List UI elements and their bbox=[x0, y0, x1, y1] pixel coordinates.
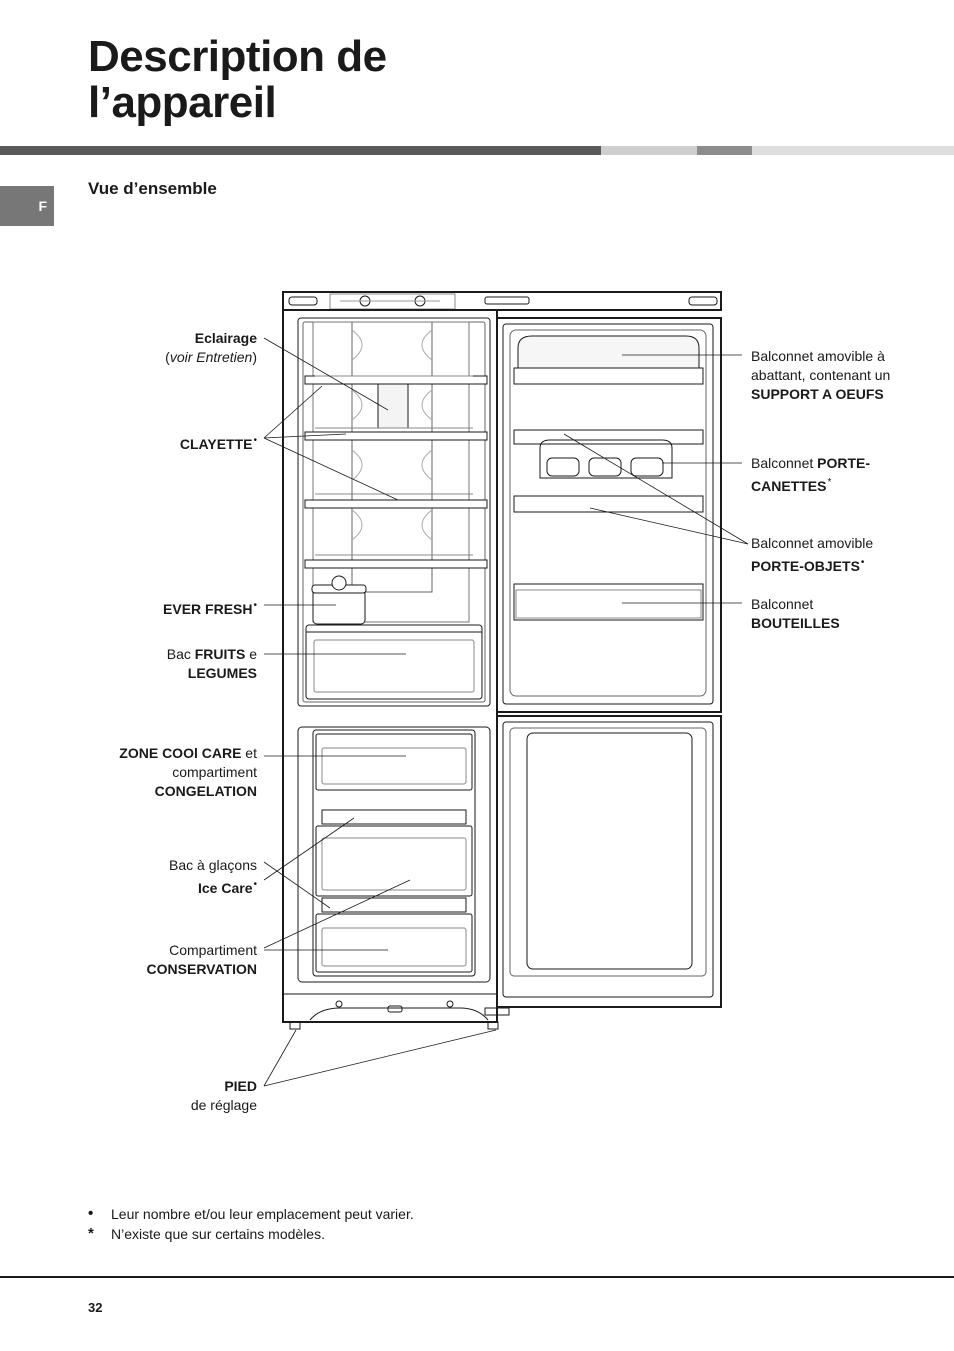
label-balconnet-objets-bold: PORTE-OBJETS bbox=[751, 558, 860, 574]
header-rule-light bbox=[601, 146, 697, 155]
label-pied-bold: PIED bbox=[224, 1078, 257, 1094]
label-zone-cool: ZONE COOl CARE et compartiment CONGELATI… bbox=[119, 744, 257, 801]
shelves bbox=[304, 375, 488, 569]
label-pied-text: de réglage bbox=[190, 1097, 257, 1113]
label-balconnet-oeufs-bold: SUPPORT A OEUFS bbox=[751, 386, 884, 402]
label-balconnet-oeufs-line1: Balconnet amovible à bbox=[751, 348, 885, 364]
title-line-2: l’appareil bbox=[88, 78, 277, 127]
label-ever-fresh-mark: • bbox=[253, 600, 257, 611]
label-ever-fresh: EVER FRESH• bbox=[163, 596, 257, 619]
label-clayette-title: CLAYETTE bbox=[179, 436, 253, 452]
label-bac-glacons-text: Bac à glaçons bbox=[169, 857, 257, 873]
label-balconnet-objets-mark: • bbox=[860, 557, 865, 568]
section-title: Vue d’ensemble bbox=[88, 179, 217, 198]
label-bac-glacons: Bac à glaçons Ice Care• bbox=[169, 856, 257, 898]
label-clayette-mark: • bbox=[253, 435, 257, 446]
label-eclairage-paren-close: ) bbox=[252, 349, 257, 365]
label-bac-fruits-bold2: LEGUMES bbox=[187, 665, 257, 681]
footnote-symbol: * bbox=[88, 1225, 94, 1242]
label-compartiment-text: Compartiment bbox=[169, 942, 257, 958]
objects-balcony bbox=[513, 495, 704, 513]
label-zone-cool-text2: compartiment bbox=[172, 764, 257, 780]
label-bac-fruits-text2: e bbox=[245, 646, 257, 662]
language-tab-label: F bbox=[38, 198, 47, 214]
egg-balcony-lid bbox=[517, 335, 700, 369]
label-balconnet-objets-text: Balconnet amovible bbox=[751, 535, 874, 551]
label-balconnet-bouteilles-bold: BOUTEILLES bbox=[751, 615, 840, 631]
label-compartiment: Compartiment CONSERVATION bbox=[147, 941, 257, 979]
top-strip bbox=[282, 291, 722, 311]
label-zone-cool-bold2: CONGELATION bbox=[154, 783, 257, 799]
footnote-item: * N’existe que sur certains modèles. bbox=[88, 1224, 414, 1244]
label-eclairage-paren-open: ( bbox=[165, 349, 170, 365]
page-title: Description de l’appareil bbox=[88, 34, 387, 126]
label-zone-cool-bold1: ZONE COOl CARE bbox=[119, 745, 242, 761]
label-ever-fresh-title: EVER FRESH bbox=[163, 601, 253, 617]
label-balconnet-objets: Balconnet amovible PORTE-OBJETS• bbox=[751, 534, 873, 576]
title-line-1: Description de bbox=[88, 32, 387, 81]
label-bac-fruits-bold1: FRUITS bbox=[194, 646, 246, 662]
ice-tray-1 bbox=[321, 809, 467, 825]
footer-rule bbox=[0, 1276, 954, 1278]
foot-left bbox=[289, 1021, 301, 1030]
label-eclairage-title: Eclairage bbox=[194, 330, 257, 346]
footnote-symbol: • bbox=[88, 1205, 94, 1222]
foot-right bbox=[487, 1021, 499, 1030]
label-bac-glacons-bold: Ice Care bbox=[198, 880, 253, 896]
ever-fresh-box bbox=[311, 575, 367, 625]
label-eclairage-note: voir Entretien bbox=[169, 349, 253, 365]
upper-door bbox=[496, 317, 722, 713]
header-rule-pale bbox=[752, 146, 954, 155]
ice-tray-2 bbox=[321, 897, 467, 913]
label-bac-fruits-text1: Bac bbox=[166, 646, 195, 662]
label-bac-glacons-mark: • bbox=[253, 879, 257, 890]
label-balconnet-canettes-mark: * bbox=[827, 477, 832, 488]
label-balconnet-oeufs-line2: abattant, contenant un bbox=[751, 367, 891, 383]
header-rule-mid bbox=[697, 146, 752, 155]
footnote-text: Leur nombre et/ou leur emplacement peut … bbox=[111, 1206, 414, 1222]
page-number: 32 bbox=[88, 1300, 103, 1315]
label-eclairage: Eclairage (voir Entretien) bbox=[165, 329, 257, 367]
label-balconnet-bouteilles: Balconnet BOUTEILLES bbox=[751, 595, 840, 633]
fridge-compartment bbox=[297, 317, 491, 707]
footnote-text: N’existe que sur certains modèles. bbox=[111, 1226, 325, 1242]
bottle-balcony bbox=[513, 583, 704, 621]
label-clayette: CLAYETTE• bbox=[180, 431, 257, 454]
label-compartiment-bold: CONSERVATION bbox=[146, 961, 257, 977]
label-balconnet-canettes-bold1: PORTE- bbox=[817, 455, 871, 471]
lower-door bbox=[496, 715, 722, 1008]
label-balconnet-bouteilles-text: Balconnet bbox=[751, 596, 814, 612]
label-pied: PIED de réglage bbox=[191, 1077, 257, 1115]
freezer-compartment bbox=[297, 726, 491, 983]
label-bac-fruits: Bac FRUITS e LEGUMES bbox=[167, 645, 257, 683]
language-tab: F bbox=[0, 186, 54, 226]
footnote-item: • Leur nombre et/ou leur emplacement peu… bbox=[88, 1204, 414, 1224]
label-balconnet-canettes-bold2: CANETTES bbox=[751, 478, 827, 494]
footnotes: • Leur nombre et/ou leur emplacement peu… bbox=[88, 1204, 414, 1244]
leader-lines bbox=[263, 337, 749, 1087]
label-balconnet-canettes-text: Balconnet bbox=[751, 455, 818, 471]
crisper-drawer bbox=[305, 624, 483, 700]
header-rule-dark bbox=[0, 146, 601, 155]
label-zone-cool-text1: et bbox=[241, 745, 257, 761]
label-balconnet-oeufs: Balconnet amovible à abattant, contenant… bbox=[751, 347, 890, 404]
label-balconnet-canettes: Balconnet PORTE- CANETTES* bbox=[751, 454, 870, 496]
light-unit bbox=[377, 379, 409, 429]
